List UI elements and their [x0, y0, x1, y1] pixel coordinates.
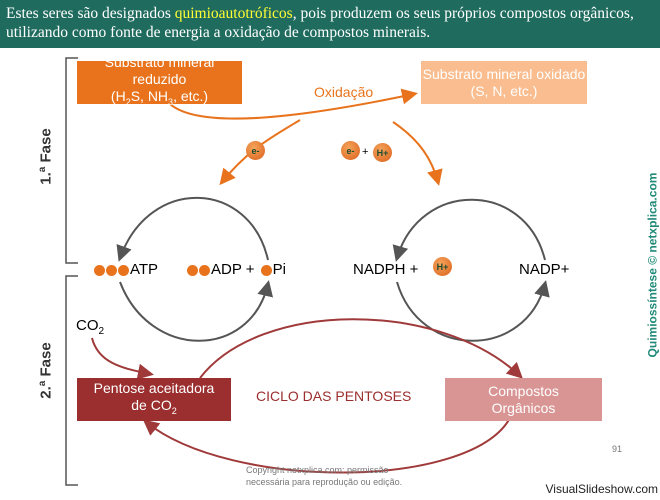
pentose-acceptor-box: Pentose aceitadora de CO2	[77, 378, 231, 421]
phosphate-dot-icon	[94, 264, 105, 276]
atp-label: ATP	[130, 261, 159, 278]
copyright-note: Copyright netxplica.com: permissão neces…	[246, 464, 402, 488]
pentose-line2: de CO2	[131, 396, 177, 416]
phosphate-dot-icon	[199, 264, 210, 276]
oxidation-arrow	[169, 88, 418, 120]
pentose-cycle-label: CICLO DAS PENTOSES	[256, 388, 412, 404]
oxidized-substrate-box: Substrato mineral oxidado (S, N, etc.)	[421, 61, 587, 104]
header-pre: Estes seres são designados	[6, 5, 175, 22]
phase2-label: 2.ª Fase	[37, 342, 55, 399]
oxidized-line2: (S, N, etc.)	[470, 82, 538, 99]
ion-plus: +	[362, 146, 369, 158]
electron-ion-right: e-	[341, 141, 360, 160]
header-post: , pois produzem os seus próprios compost…	[6, 5, 634, 41]
proton-ion-nadph: H+	[433, 257, 452, 276]
phosphate-dot-icon	[187, 264, 198, 276]
side-credit: Quimiossíntese © netxplica.com	[645, 172, 660, 358]
copyright-line1: Copyright netxplica.com: permissão	[246, 465, 389, 475]
pentose-cycle-bottom	[142, 417, 511, 474]
electron-ion-left: e-	[246, 141, 265, 160]
phase2-bracket	[65, 275, 78, 486]
nadp-cycle-bottom	[396, 280, 550, 342]
atp-cycle-bottom	[119, 280, 274, 342]
header-highlight: quimioautotróficos	[174, 5, 293, 22]
adp-label: ADP +	[211, 261, 255, 278]
phosphate-dot-icon	[106, 264, 117, 276]
oxidation-label: Oxidação	[314, 84, 374, 100]
electron-arrow-right	[392, 121, 443, 186]
proton-ion-top: H+	[373, 143, 392, 162]
organic-line2: Orgânicos	[491, 399, 556, 416]
copyright-line2: necessária para reprodução ou edição.	[246, 477, 403, 487]
pi-label: Pi	[272, 261, 287, 278]
oxidized-line1: Substrato mineral oxidado	[422, 65, 586, 82]
phosphate-dot-icon	[260, 264, 272, 276]
phase1-bracket	[65, 57, 78, 264]
nadp-label: NADP+	[519, 261, 570, 278]
reduced-substrate-box: Substrato mineral reduzido (H2S, NH3, et…	[77, 54, 242, 107]
nadph-label: NADPH +	[353, 261, 419, 278]
organic-line1: Compostos	[488, 382, 559, 399]
page-number: 91	[612, 444, 623, 454]
pentose-line1: Pentose aceitadora	[93, 379, 215, 396]
header-text: Estes seres são designados quimioautotró…	[0, 0, 660, 48]
reduced-line2: (H2S, NH3, etc.)	[110, 88, 209, 107]
atp-group: ATP	[94, 261, 158, 278]
atp-cycle-top	[116, 196, 269, 262]
phosphate-dot-icon	[118, 264, 129, 276]
pentose-cycle-top	[199, 318, 523, 379]
adp-group: ADP + Pi	[187, 261, 286, 278]
nadp-cycle-top	[392, 198, 546, 262]
co2-arrow	[91, 337, 154, 380]
reduced-line1: Substrato mineral reduzido	[104, 54, 215, 88]
co2-label: CO2	[76, 317, 105, 337]
organic-compounds-box: Compostos Orgânicos	[445, 378, 602, 421]
phase1-label: 1.ª Fase	[37, 128, 55, 185]
watermark: VisualSlideshow.com	[545, 482, 658, 496]
